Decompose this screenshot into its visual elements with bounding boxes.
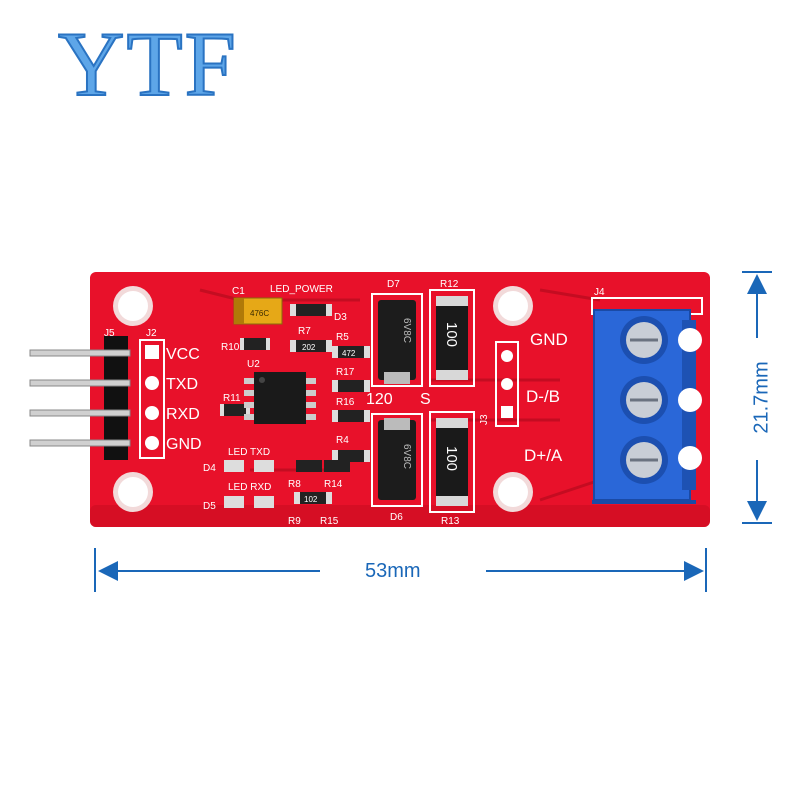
pcb-shade [90,505,710,527]
label-led-power: LED_POWER [270,284,333,295]
label-d7: D7 [387,279,400,290]
label-c1: C1 [232,286,245,297]
label-j5: J5 [104,328,115,339]
label-r13: R13 [441,516,460,527]
tvs-diode-bottom: 6V8C [371,413,423,507]
label-s: S [420,391,431,408]
j3-pads [495,341,519,427]
label-j3: J3 [479,414,490,425]
smd-code-c: 102 [304,495,318,504]
terminal-label-d-minus: D-/B [526,387,560,406]
pin-label-rxd: RXD [166,406,200,423]
pin-label-gnd: GND [166,436,202,453]
label-120: 120 [366,391,393,408]
label-d5: D5 [203,501,216,512]
terminal-label-gnd: GND [530,330,568,349]
tvs-diode-top: 6V8C [371,293,423,387]
label-r4: R4 [336,435,349,446]
resistor-value-top: 100 [443,322,460,347]
width-dimension-label: 53mm [361,560,425,583]
label-r5: R5 [336,332,349,343]
pin-label-vcc: VCC [166,346,200,363]
label-led-rxd: LED RXD [228,482,271,493]
label-r12: R12 [440,279,459,290]
label-r15: R15 [320,516,339,527]
label-r14: R14 [324,479,343,490]
pcb-board [90,272,710,527]
label-u2: U2 [247,359,260,370]
pin-label-txd: TXD [166,376,198,393]
label-d6: D6 [390,512,403,523]
label-led-txd: LED TXD [228,447,270,458]
height-dimension [742,271,772,524]
smd-code-a: 202 [302,343,316,352]
label-r10: R10 [221,342,240,353]
pin-labels: VCC TXD RXD GND [166,346,202,453]
label-r17: R17 [336,367,355,378]
u2-chip [244,372,316,424]
width-dimension [94,548,707,592]
label-r11: R11 [223,393,241,404]
diode-code-top: 6V8C [401,318,412,343]
tantalum-capacitor: 476C [233,297,283,325]
label-j4: J4 [594,287,605,298]
label-r16: R16 [336,397,355,408]
label-d3: D3 [334,312,347,323]
header-pins [29,336,131,460]
height-dimension-label: 21.7mm [750,357,774,438]
diode-code-bottom: 6V8C [401,444,412,469]
label-r7: R7 [298,326,311,337]
j2-pads [139,339,165,459]
ytf-watermark: YTF [57,13,238,115]
resistor-r12: 100 [429,289,475,387]
label-d4: D4 [203,463,216,474]
tantalum-code: 476C [250,309,269,318]
label-j2: J2 [146,328,157,339]
mounting-holes [113,286,533,512]
smd-code-b: 472 [342,349,356,358]
terminal-label-d-plus: D+/A [524,446,563,465]
label-r9: R9 [288,516,301,527]
resistor-r13: 100 [429,411,475,513]
screw-terminal-block [591,297,703,504]
resistor-value-bottom: 100 [443,446,460,471]
smd-resistors: 202 472 102 [220,304,370,508]
label-r8: R8 [288,479,301,490]
